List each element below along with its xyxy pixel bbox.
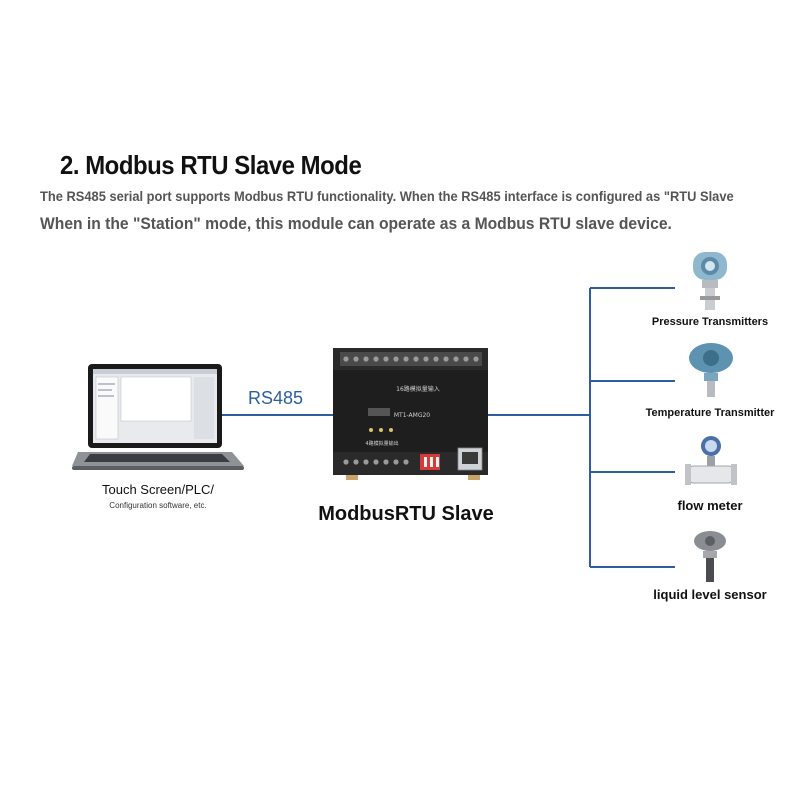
page-title: 2. Modbus RTU Slave Mode: [60, 150, 362, 180]
terminal-screws-bottom: [343, 459, 409, 465]
temperature-transmitter-icon: [689, 343, 733, 397]
flow-meter-icon: [685, 436, 737, 485]
io-module-icon: [333, 348, 488, 480]
terminal-screws-top: [343, 356, 479, 362]
laptop-icon: [72, 364, 244, 470]
module-model-text: MT1-AMG20: [394, 412, 430, 419]
device-label-level: liquid level sensor: [653, 587, 767, 602]
master-label: Touch Screen/PLC/: [101, 482, 215, 497]
connection-lines: [218, 287, 675, 568]
description-line-1: The RS485 serial port supports Modbus RT…: [40, 188, 734, 204]
module-top-text: 16路模拟量输入: [396, 385, 440, 393]
level-sensor-icon: [694, 531, 726, 582]
rs485-label: RS485: [248, 388, 304, 408]
device-label-pressure: Pressure Transmitters: [651, 316, 769, 328]
pressure-transmitter-icon: [693, 252, 727, 310]
module-label: ModbusRTU Slave: [318, 503, 494, 525]
device-label-temperature: Temperature Transmitter: [645, 407, 775, 419]
description-line-2: When in the "Station" mode, this module …: [40, 214, 672, 233]
module-bottom-text: 4路模拟量输出: [365, 440, 398, 447]
terminal-row-top: [340, 352, 482, 366]
master-sublabel: Configuration software, etc.: [109, 501, 207, 510]
device-label-flow: flow meter: [677, 498, 743, 513]
